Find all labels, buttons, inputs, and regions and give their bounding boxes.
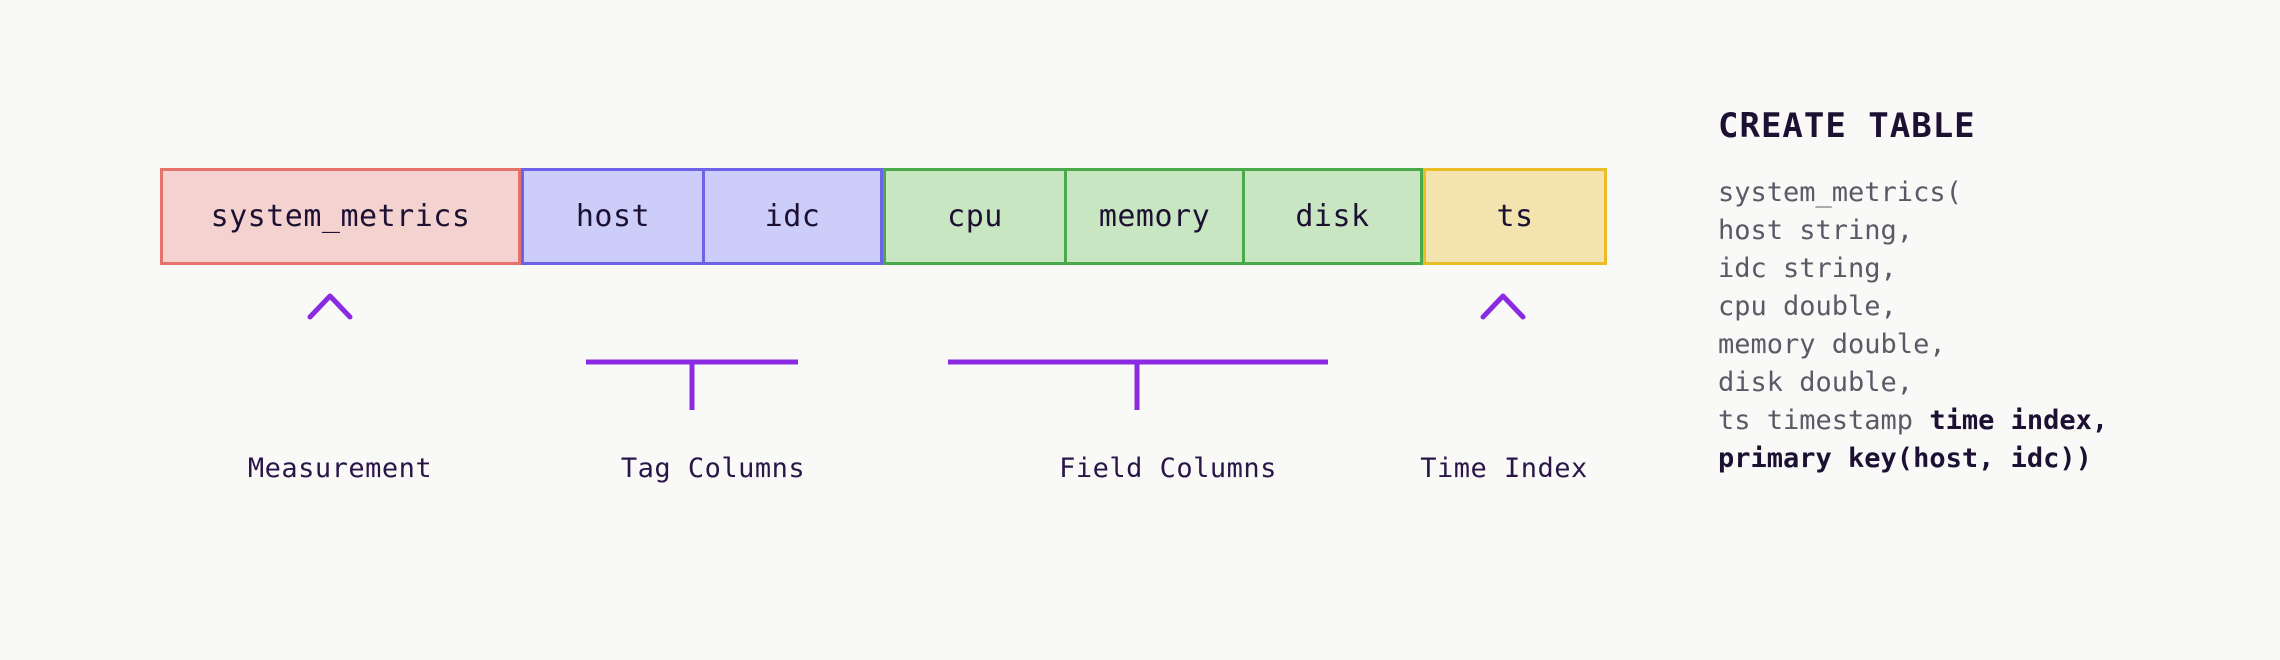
schema-row: system_metrics host idc cpu memory disk … [160, 168, 1607, 265]
measurement-group: system_metrics [160, 168, 521, 265]
create-table-panel: CREATE TABLE system_metrics( host string… [1718, 106, 2238, 478]
measurement-arrow [307, 293, 353, 390]
caption-field-columns: Field Columns [1059, 453, 1277, 484]
tag-columns-bracket [586, 300, 798, 410]
field-columns-bracket [948, 300, 1328, 410]
sql-line-text: cpu double, [1718, 291, 1897, 322]
column-cell-cpu[interactable]: cpu [947, 199, 1003, 234]
column-cell-idc[interactable]: idc [702, 171, 880, 262]
create-table-title: CREATE TABLE [1718, 106, 1976, 146]
column-cell-memory[interactable]: memory [1064, 171, 1242, 262]
sql-line-text: idc string, [1718, 253, 1897, 284]
sql-line-keyword: primary key(host, idc)) [1718, 443, 2092, 474]
column-cell-ts[interactable]: ts [1496, 199, 1534, 234]
time-index-arrow [1480, 293, 1526, 400]
column-cell-disk[interactable]: disk [1242, 171, 1420, 262]
column-cell-host[interactable]: host [575, 199, 651, 234]
tag-columns-group: host idc [521, 168, 883, 265]
time-index-group: ts [1423, 168, 1607, 265]
sql-line-text: host string, [1718, 215, 1914, 246]
caption-measurement: Measurement [247, 453, 433, 484]
column-cell-system_metrics[interactable]: system_metrics [210, 199, 471, 234]
sql-line-text: system_metrics( [1718, 177, 1962, 208]
sql-line-text: memory double, [1718, 329, 1946, 360]
caption-time-index: Time Index [1420, 453, 1588, 484]
create-table-sql: system_metrics( host string, idc string,… [1718, 174, 2238, 478]
field-columns-group: cpu memory disk [883, 168, 1423, 265]
caption-tag-columns: Tag Columns [620, 453, 806, 484]
sql-line-text: disk double, [1718, 367, 1914, 398]
sql-line-text: ts timestamp [1718, 405, 1930, 436]
sql-line-keyword: time index, [1929, 405, 2109, 436]
